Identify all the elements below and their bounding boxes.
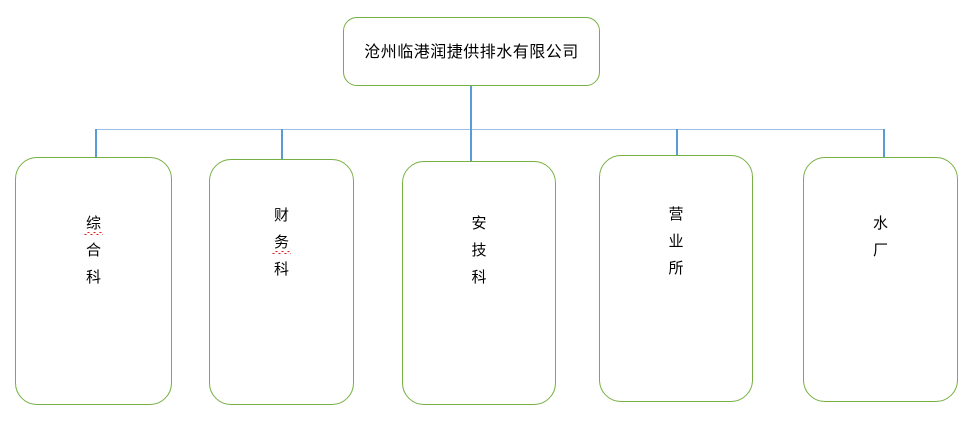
org-node-department-5-label: 水 厂 (804, 216, 957, 261)
org-char: 财 (273, 206, 289, 224)
org-node-department-1-label: 综 合 科 (16, 216, 171, 288)
org-char: 科 (85, 268, 101, 286)
org-char: 安 (471, 214, 487, 232)
org-char: 合 (85, 241, 101, 259)
connector-root-stem (470, 86, 472, 130)
org-node-department-4[interactable]: 营 业 所 (599, 155, 753, 402)
org-char: 综 (83, 214, 104, 235)
org-char: 科 (273, 260, 289, 278)
org-char: 所 (668, 259, 684, 277)
org-node-department-2-label: 财 务 科 (210, 208, 353, 280)
org-node-department-3-label: 安 技 科 (403, 216, 555, 288)
connector-horizontal-bus (95, 129, 884, 130)
org-node-root[interactable]: 沧州临港润捷供排水有限公司 (343, 17, 600, 86)
org-node-department-2[interactable]: 财 务 科 (209, 159, 354, 405)
connector-drop-2 (281, 129, 283, 159)
connector-drop-1 (95, 129, 97, 157)
org-node-department-1[interactable]: 综 合 科 (15, 157, 172, 405)
org-node-department-5[interactable]: 水 厂 (803, 157, 958, 402)
connector-drop-5 (883, 129, 885, 157)
org-node-department-4-label: 营 业 所 (600, 207, 752, 279)
org-char: 厂 (872, 241, 888, 259)
org-char: 业 (668, 232, 684, 250)
connector-drop-3 (470, 129, 472, 161)
org-node-department-3[interactable]: 安 技 科 (402, 161, 556, 405)
org-char: 科 (471, 268, 487, 286)
connector-drop-4 (676, 129, 678, 155)
org-char: 水 (872, 214, 888, 232)
org-char: 务 (271, 233, 292, 254)
org-char: 营 (668, 205, 684, 223)
org-char: 技 (471, 241, 487, 259)
org-node-root-label: 沧州临港润捷供排水有限公司 (364, 41, 579, 61)
